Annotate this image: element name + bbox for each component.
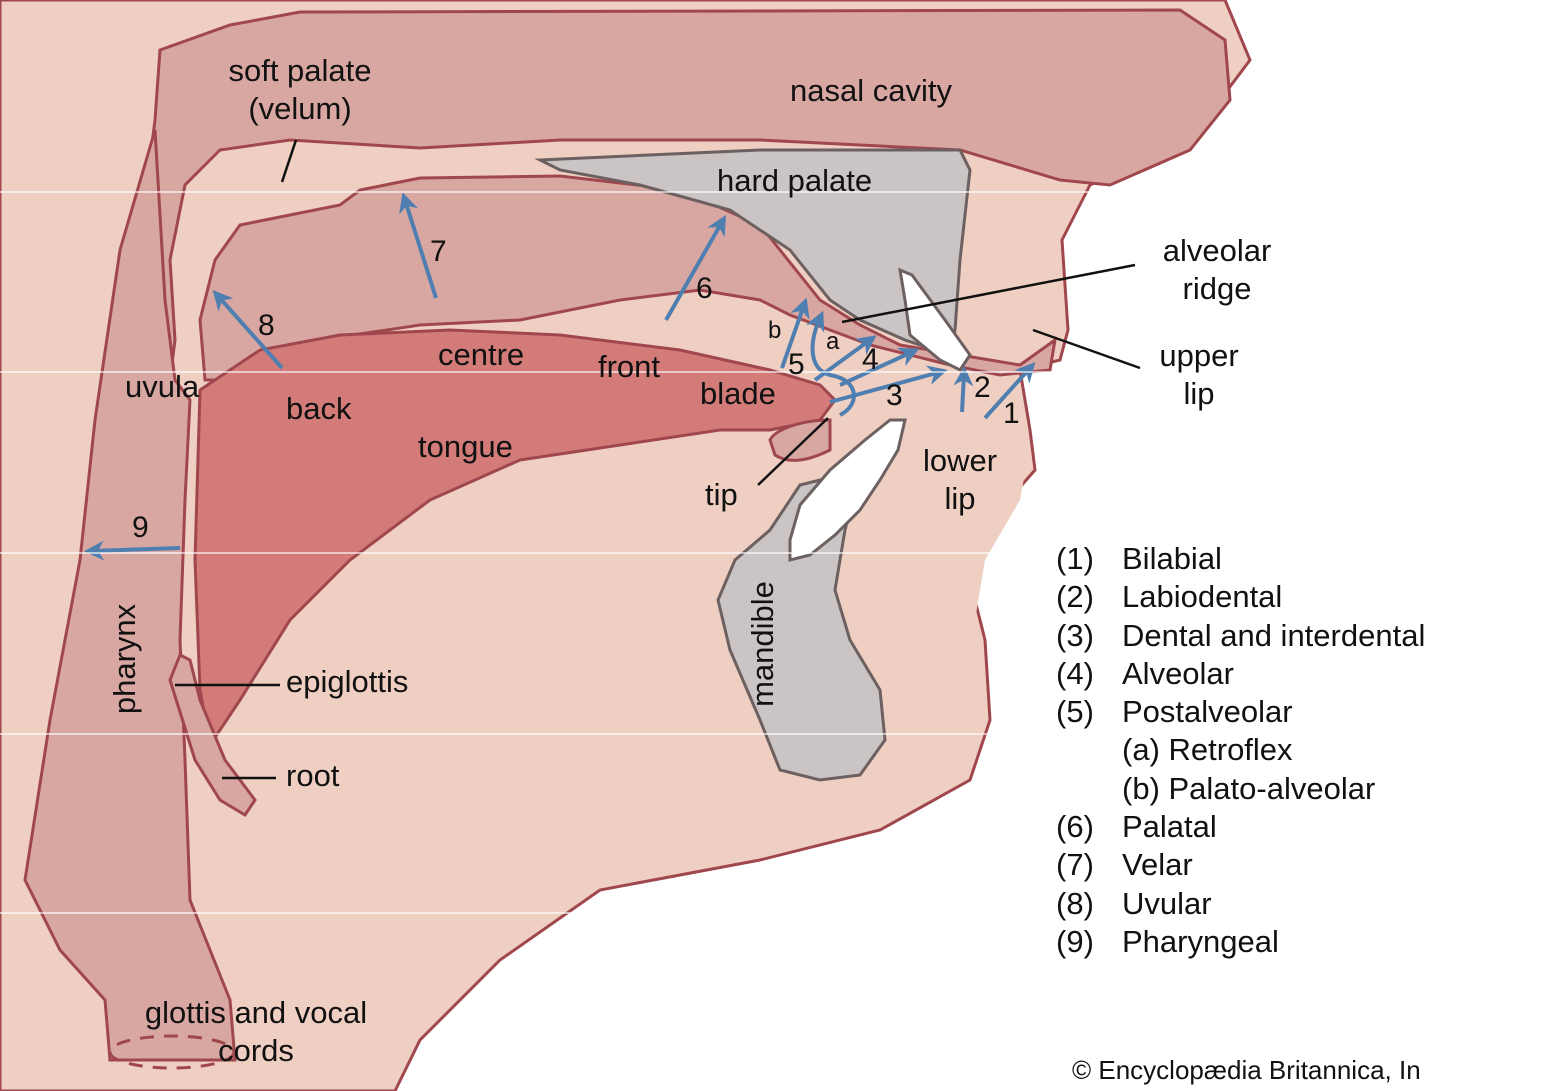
label-glottis: glottis and vocal cords <box>145 994 367 1070</box>
legend-item: (3)Dental and interdental <box>1056 617 1425 655</box>
legend-text: Labiodental <box>1122 579 1282 614</box>
label-nasal-cavity: nasal cavity <box>790 72 952 110</box>
legend-item: (8)Uvular <box>1056 885 1425 923</box>
legend-key: (9) <box>1056 923 1122 961</box>
legend-subitem: (b) Palato-alveolar <box>1056 770 1425 808</box>
label-hard-palate: hard palate <box>717 162 872 200</box>
legend-text: Palatal <box>1122 809 1217 844</box>
legend-item: (4)Alveolar <box>1056 655 1425 693</box>
label-pharynx: pharynx <box>106 604 144 714</box>
legend-item: (5)Postalveolar <box>1056 693 1425 731</box>
copyright-notice: © Encyclopædia Britannica, In <box>1072 1055 1421 1085</box>
label-centre: centre <box>438 336 524 374</box>
label-upper-lip: upper lip <box>1159 337 1238 413</box>
label-mandible: mandible <box>744 581 782 707</box>
label-tip: tip <box>705 476 738 514</box>
label-epiglottis: epiglottis <box>286 663 408 701</box>
arrow-number-8: 8 <box>258 310 275 342</box>
legend-item: (6)Palatal <box>1056 808 1425 846</box>
legend-key: (3) <box>1056 617 1122 655</box>
legend-key: (5) <box>1056 693 1122 731</box>
legend-key: (8) <box>1056 885 1122 923</box>
arrow-letter-a: a <box>826 329 839 355</box>
legend-item: (7)Velar <box>1056 846 1425 884</box>
label-alveolar-ridge: alveolar ridge <box>1163 232 1272 308</box>
arrow-number-6: 6 <box>696 273 713 305</box>
legend-text: Pharyngeal <box>1122 924 1279 959</box>
legend-item: (1)Bilabial <box>1056 540 1425 578</box>
legend-text: Velar <box>1122 847 1193 882</box>
arrow-number-9: 9 <box>132 512 149 544</box>
legend-text: (a) Retroflex <box>1122 732 1293 767</box>
legend-key: (6) <box>1056 808 1122 846</box>
arrow-2 <box>962 374 964 412</box>
legend-key: (7) <box>1056 846 1122 884</box>
legend-text: Uvular <box>1122 886 1212 921</box>
legend-text: (b) Palato-alveolar <box>1122 771 1375 806</box>
legend-text: Alveolar <box>1122 656 1234 691</box>
legend-text: Bilabial <box>1122 541 1222 576</box>
arrow-number-2: 2 <box>974 372 991 404</box>
arrow-number-3: 3 <box>886 380 903 412</box>
legend-subitem: (a) Retroflex <box>1056 731 1425 769</box>
label-root: root <box>286 757 339 795</box>
label-soft-palate-text: soft palate (velum) <box>228 52 371 128</box>
arrow-number-4: 4 <box>862 344 879 376</box>
arrow-number-1: 1 <box>1003 398 1020 430</box>
label-lower-lip: lower lip <box>923 442 997 518</box>
legend-item: (9)Pharyngeal <box>1056 923 1425 961</box>
legend-item: (2)Labiodental <box>1056 578 1425 616</box>
legend-key: (2) <box>1056 578 1122 616</box>
legend: (1)Bilabial (2)Labiodental (3)Dental and… <box>1056 540 1425 961</box>
legend-key: (4) <box>1056 655 1122 693</box>
arrow-number-7: 7 <box>430 236 447 268</box>
label-tongue: tongue <box>418 428 513 466</box>
legend-text: Dental and interdental <box>1122 618 1425 653</box>
label-uvula: uvula <box>125 368 199 406</box>
legend-text: Postalveolar <box>1122 694 1293 729</box>
arrow-number-5: 5 <box>788 349 805 381</box>
arrow-letter-b: b <box>768 318 781 344</box>
legend-key: (1) <box>1056 540 1122 578</box>
label-back: back <box>286 390 351 428</box>
label-soft-palate: soft palate (velum) <box>228 52 371 128</box>
label-front: front <box>598 348 660 386</box>
label-blade: blade <box>700 375 776 413</box>
